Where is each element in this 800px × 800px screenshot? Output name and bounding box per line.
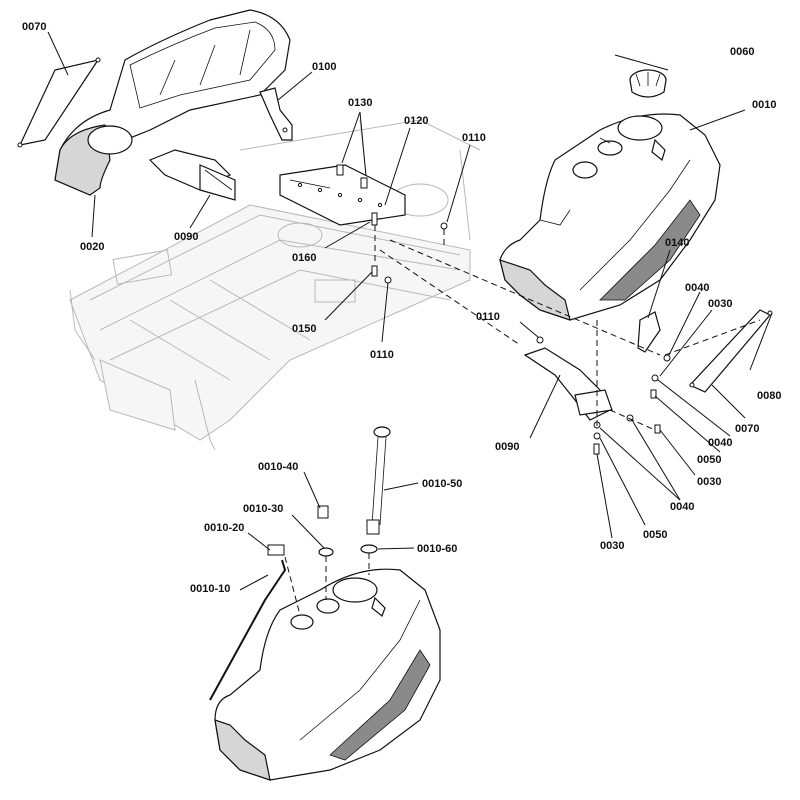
callout-0110-right: 0110 [476,311,500,323]
seat-plate [279,164,406,226]
fitting [317,505,329,519]
callout-0150: 0150 [292,323,316,335]
tank-bracket-right [637,311,661,353]
callout-labels: 0070 0020 0090 0100 0130 0120 0110 0060 … [22,21,781,595]
callout-0030-top: 0030 [708,298,732,310]
callout-0140: 0140 [665,237,689,249]
pickup-tube [209,544,287,701]
callout-0010-40: 0010-40 [258,461,298,473]
fuel-tank-assembly [499,113,721,321]
right-bracket [523,347,613,421]
callout-0110-mid: 0110 [370,349,394,361]
callout-0100: 0100 [312,61,336,73]
callout-0080: 0080 [757,390,781,402]
bolts-0130 [336,164,368,189]
left-fender-shroud [54,9,291,196]
leader-lines [47,31,773,591]
callout-0040-top: 0040 [685,282,709,294]
tank-mount-hardware [379,239,761,455]
callout-0030-low: 0030 [600,540,624,552]
fuel-tank-detail [214,568,441,781]
callout-0160: 0160 [292,252,316,264]
callout-0040-mid: 0040 [708,437,732,449]
callout-0070-right: 0070 [735,423,759,435]
callout-0090-left: 0090 [174,231,198,243]
fuel-cap [629,69,667,98]
callout-0050-mid: 0050 [697,454,721,466]
callout-0070-left: 0070 [22,21,46,33]
seat-hardware [371,212,448,284]
callout-0110-top: 0110 [462,132,486,144]
callout-0010: 0010 [752,99,776,111]
mower-frame-ghost [69,119,481,451]
callout-0090-right: 0090 [495,441,519,453]
callout-0010-10: 0010-10 [190,583,230,595]
detail-dashed-lines [284,553,370,616]
callout-0040-low: 0040 [670,501,694,513]
callout-0050-low: 0050 [643,529,667,541]
left-side-panel [17,57,101,148]
callout-0120: 0120 [404,115,428,127]
upright-bracket [259,87,293,141]
callout-0010-50: 0010-50 [422,478,462,490]
right-side-panel [688,309,773,393]
callout-0030-mid: 0030 [697,476,721,488]
sender-gasket [360,544,378,554]
left-bracket [148,149,236,201]
callout-0010-30: 0010-30 [243,503,283,515]
callout-0060: 0060 [730,46,754,58]
callout-0130: 0130 [348,97,372,109]
callout-0020: 0020 [80,241,104,253]
callout-0010-20: 0010-20 [204,522,244,534]
fuel-gauge-sender [366,426,391,535]
callout-0010-60: 0010-60 [417,543,457,555]
grommet [318,547,334,557]
